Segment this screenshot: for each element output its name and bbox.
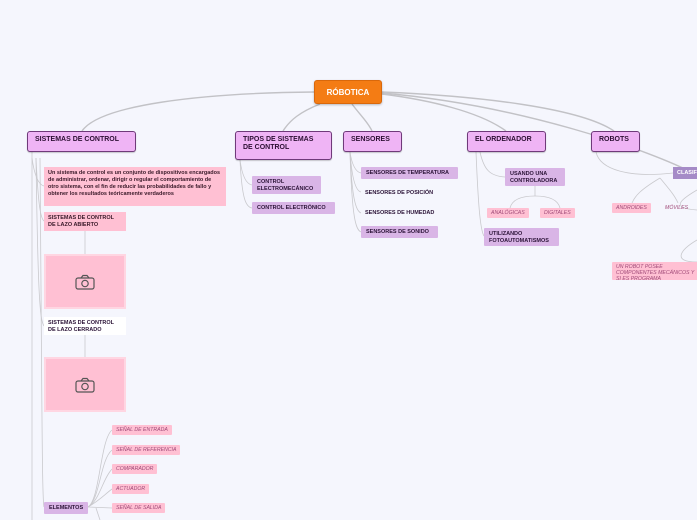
node-sensores-humedad[interactable]: SENSORES DE HUMEDAD xyxy=(365,210,435,216)
node-sensores-posicion[interactable]: SENSORES DE POSICIÓN xyxy=(365,190,434,196)
image-lazo-cerrado[interactable] xyxy=(44,357,126,412)
branch-el-ordenador[interactable]: EL ORDENADOR xyxy=(467,131,546,152)
camera-icon xyxy=(75,274,95,290)
camera-icon xyxy=(75,377,95,393)
branch-tipos-sistemas-control[interactable]: TIPOS DE SISTEMAS DE CONTROL xyxy=(235,131,332,160)
leaf-robot-descripcion[interactable]: UN ROBOT POSEE COMPONENTES MECÁNICOS Y S… xyxy=(612,262,697,282)
node-fotoautomatismos[interactable]: UTILIZANDO FOTOAUTOMATISMOS xyxy=(484,228,559,246)
node-sensores-sonido[interactable]: SENSORES DE SONIDO xyxy=(361,226,438,238)
node-elementos[interactable]: ELEMENTOS xyxy=(44,502,88,514)
definition-sistema-control[interactable]: Un sistema de control es un conjunto de … xyxy=(44,167,226,206)
leaf-comparador[interactable]: COMPARADOR xyxy=(112,464,158,475)
node-clasificacion[interactable]: CLASIF xyxy=(673,167,697,179)
node-lazo-abierto[interactable]: SISTEMAS DE CONTROL DE LAZO ABIERTO xyxy=(44,212,126,231)
leaf-androides[interactable]: ANDROIDES xyxy=(612,203,651,214)
node-usando-controladora[interactable]: USANDO UNA CONTROLADORA xyxy=(505,168,565,186)
leaf-senal-salida[interactable]: SEÑAL DE SALIDA xyxy=(112,503,166,514)
root-node-robotica[interactable]: RÓBOTICA xyxy=(314,80,382,104)
branch-robots[interactable]: ROBOTS xyxy=(591,131,640,152)
leaf-analogicas[interactable]: ANALÓGICAS xyxy=(487,208,529,219)
image-lazo-abierto[interactable] xyxy=(44,254,126,309)
leaf-moviles[interactable]: MÓVILES xyxy=(665,205,689,211)
node-control-electromecanico[interactable]: CONTROL ELECTROMECÁNICO xyxy=(252,176,321,194)
leaf-actuador[interactable]: ACTUADOR xyxy=(112,484,150,495)
branch-sistemas-de-control[interactable]: SISTEMAS DE CONTROL xyxy=(27,131,136,152)
leaf-senal-referencia[interactable]: SEÑAL DE REFERENCIA xyxy=(112,445,181,456)
leaf-digitales[interactable]: DIGITALES xyxy=(540,208,575,219)
branch-sensores[interactable]: SENSORES xyxy=(343,131,402,152)
leaf-senal-entrada[interactable]: SEÑAL DE ENTRADA xyxy=(112,425,172,436)
node-lazo-cerrado[interactable]: SISTEMAS DE CONTROL DE LAZO CERRADO xyxy=(44,317,126,335)
node-control-electronico[interactable]: CONTROL ELECTRÓNICO xyxy=(252,202,335,214)
node-sensores-temperatura[interactable]: SENSORES DE TEMPERATURA xyxy=(361,167,458,179)
